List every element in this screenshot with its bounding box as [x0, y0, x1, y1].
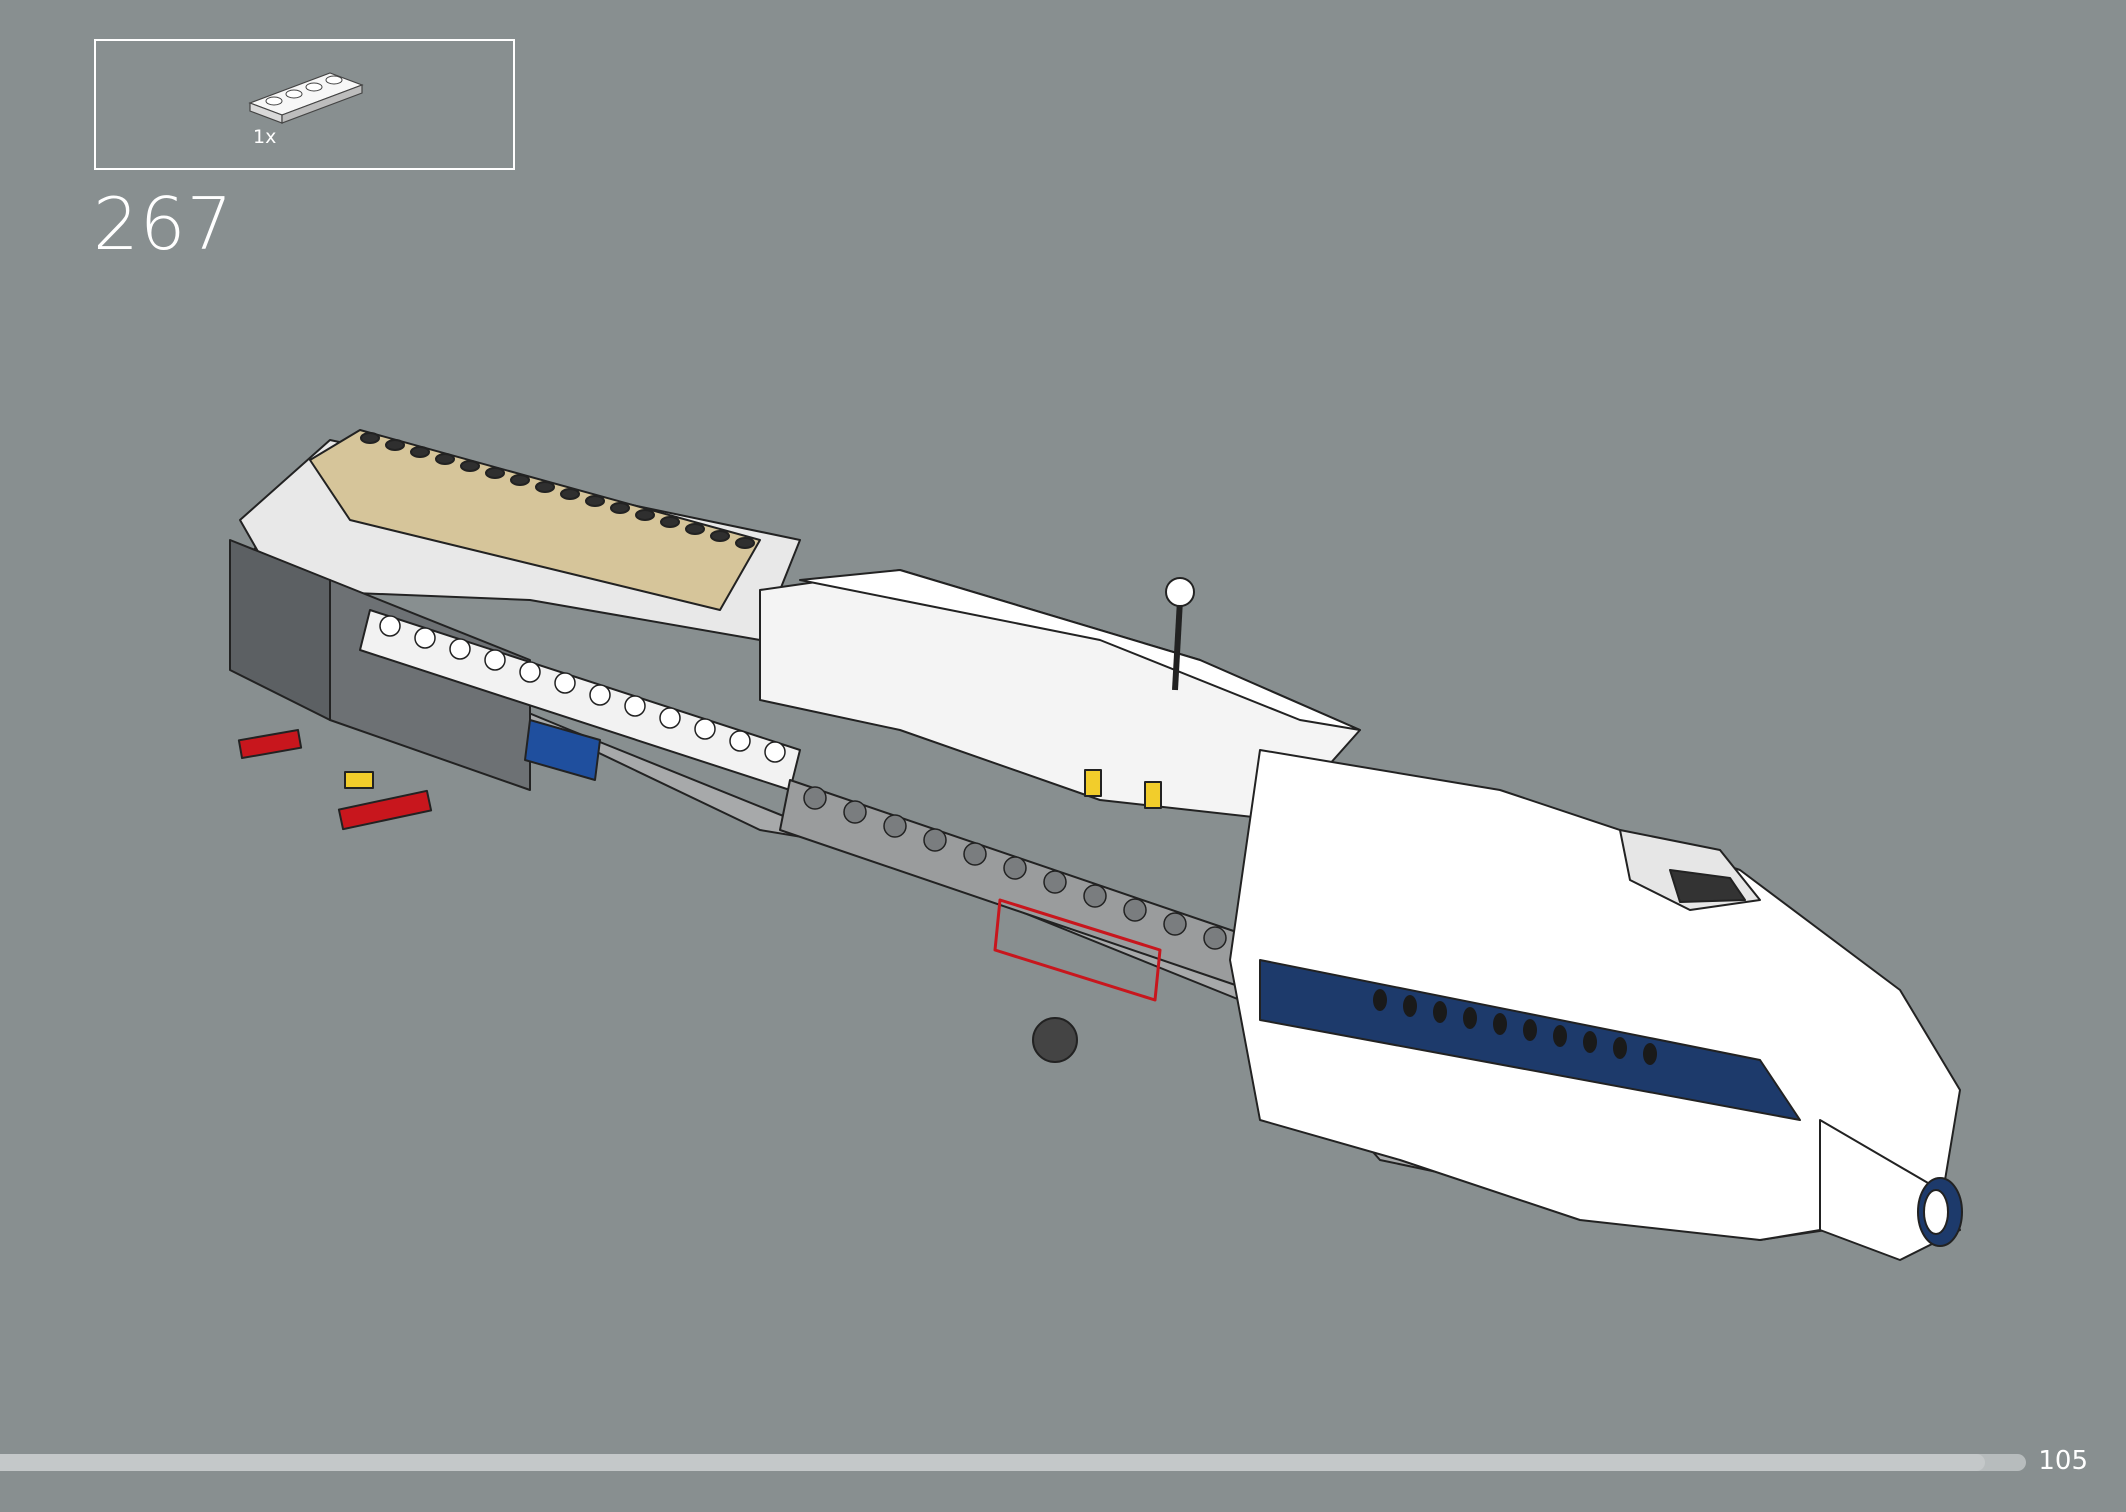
white-plate-1x4-icon: [248, 72, 364, 124]
progress-fill: [0, 1454, 1986, 1471]
page-number: 105: [2038, 1446, 2088, 1476]
spaceship-model-icon: [229, 429, 1963, 1261]
part-quantity: 1x: [253, 126, 277, 148]
parts-callout: 1x: [94, 39, 515, 170]
step-number: 267: [93, 182, 234, 266]
progress-bar: [0, 1454, 2026, 1471]
